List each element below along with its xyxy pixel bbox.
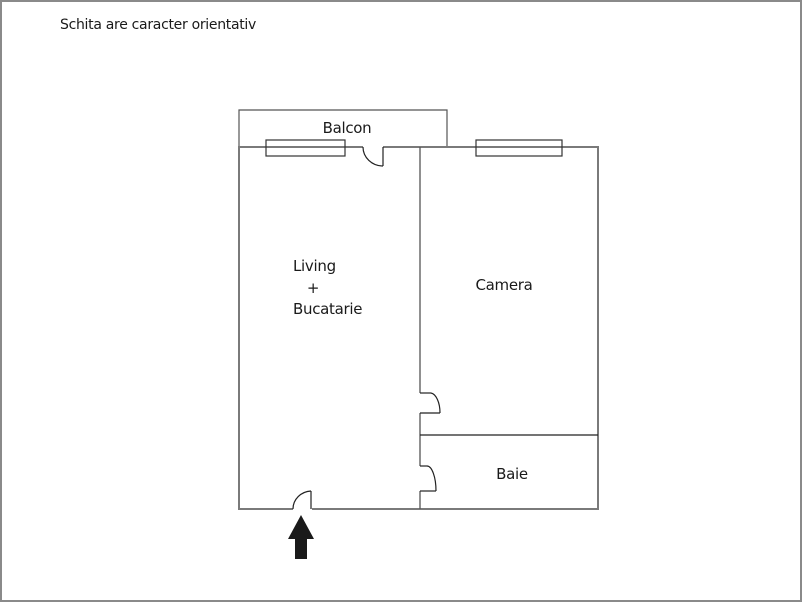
room-label-balcon: Balcon (323, 119, 372, 137)
door-balcony (362, 146, 384, 167)
balcony (238, 109, 448, 147)
door-entrance (292, 490, 312, 510)
exterior-walls (238, 146, 599, 510)
room-label-camera: Camera (475, 276, 532, 294)
room-label-bucatarie: Bucatarie (293, 300, 362, 318)
room-label-living: Living (293, 257, 336, 275)
window-camera (475, 139, 563, 157)
window-living (265, 139, 346, 157)
room-label-plus: + (307, 279, 319, 297)
entrance-arrow-icon (288, 515, 314, 559)
disclaimer-note: Schita are caracter orientativ (60, 17, 257, 33)
door-camera (420, 392, 441, 414)
doors (292, 146, 441, 510)
windows (265, 139, 563, 157)
room-label-baie: Baie (496, 465, 528, 483)
interior-walls (419, 147, 598, 509)
door-baie (420, 465, 437, 492)
